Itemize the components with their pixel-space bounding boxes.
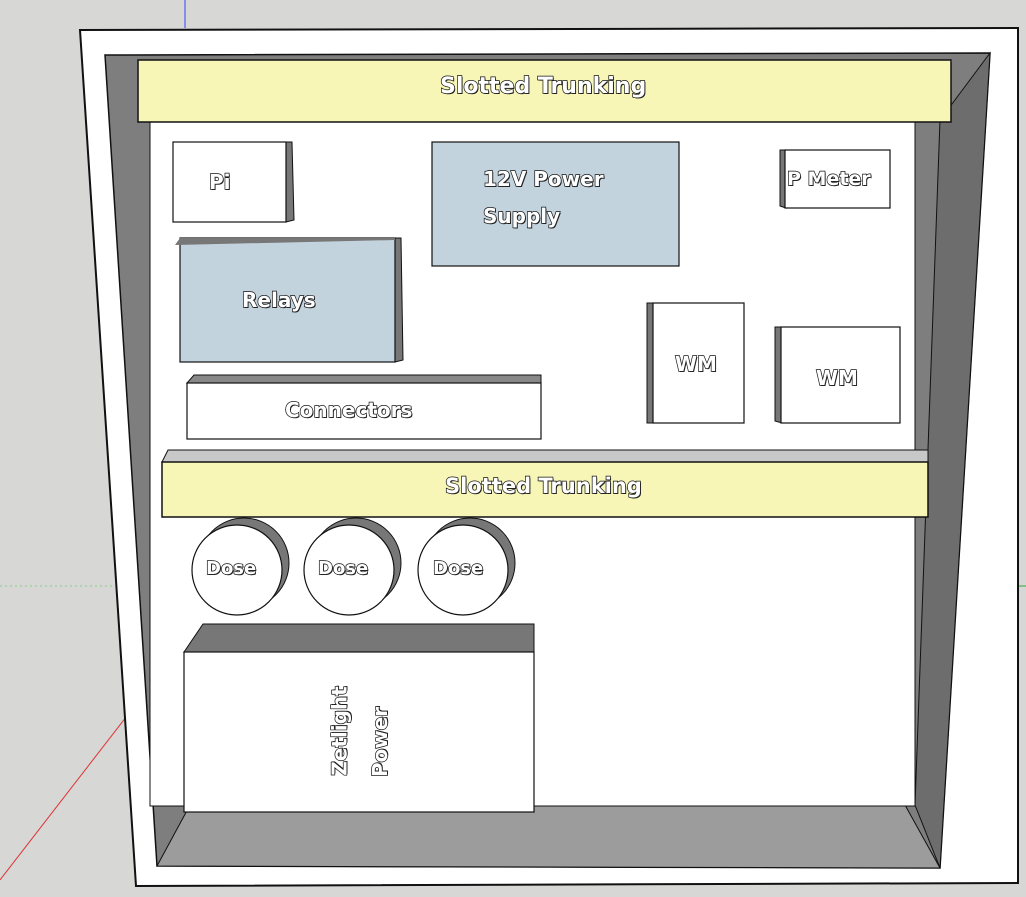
wm-1-label: WM xyxy=(674,351,717,376)
relays-box-top xyxy=(175,238,395,245)
wm-box-1 xyxy=(652,302,745,424)
top-trunking xyxy=(137,59,952,123)
bottom-trunking-top-face xyxy=(161,449,929,463)
power-meter-label: P Meter xyxy=(786,167,871,190)
pi-label: Pi xyxy=(208,169,231,194)
dose-1-label: Dose xyxy=(205,557,257,579)
relays-label: Relays xyxy=(241,287,316,312)
dose-2-label: Dose xyxy=(317,557,369,579)
wm-2-label: WM xyxy=(815,365,858,390)
zetlight-box-top xyxy=(183,623,535,653)
dose-3-label: Dose xyxy=(432,557,484,579)
dose-pump-2 xyxy=(303,517,402,616)
zetlight-label-line1: Zetlight xyxy=(327,686,352,777)
connectors-box-top xyxy=(185,374,542,384)
power-meter-box xyxy=(784,149,891,209)
zetlight-label-line2: Power xyxy=(367,706,393,778)
bottom-trunking xyxy=(161,461,929,518)
power-supply-label-line2: Supply xyxy=(482,203,561,228)
inner-floor xyxy=(156,804,941,869)
connectors-label: Connectors xyxy=(284,397,413,422)
bottom-trunking-label: Slotted Trunking xyxy=(444,473,642,498)
top-trunking-label: Slotted Trunking xyxy=(439,73,647,99)
zetlight-box xyxy=(183,651,535,813)
power-supply-label-line1: 12V Power xyxy=(482,166,604,191)
power-supply-box xyxy=(431,141,680,267)
relays-box xyxy=(179,237,396,363)
connectors-box xyxy=(186,382,542,440)
wm-box-2 xyxy=(780,326,901,424)
red-axis-line xyxy=(0,711,131,881)
dose-pump-1 xyxy=(191,517,290,616)
pi-box xyxy=(172,141,287,223)
dose-pump-3 xyxy=(417,517,516,616)
